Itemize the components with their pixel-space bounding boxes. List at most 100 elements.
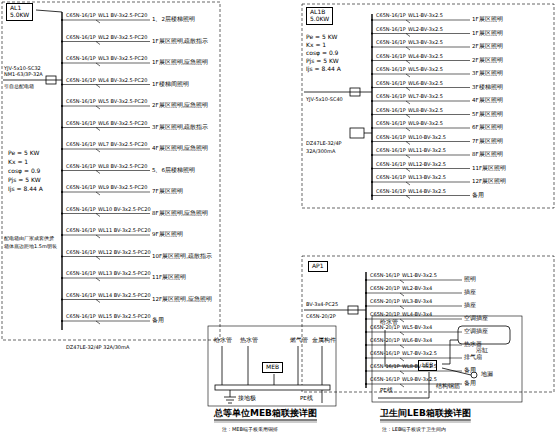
cable-spec: WL4-BV-3x2.5 [408, 54, 443, 59]
load-name: 热水器 [464, 342, 482, 348]
breaker-rating: C65N-16/1P [376, 27, 406, 32]
cable-spec: WL12-BV-3x2.5 [408, 162, 446, 167]
breaker-contact [96, 85, 100, 88]
breaker-contact [406, 101, 410, 104]
panel-note: 配电箱由厂家成套供货 [4, 236, 54, 241]
cable-spec: WL10-BV-3x2.5 [408, 135, 446, 140]
panel-header: AL1B5.0KW [306, 7, 333, 25]
circuit-line [62, 106, 150, 107]
breaker-rating: C65N-16/1P [376, 81, 406, 86]
cable-spec: WL7 BV-3x2.5-PC20 [98, 142, 147, 147]
feeder-spec: YJV-5x10-SC32 [4, 66, 41, 71]
breaker-contact [406, 196, 410, 199]
breaker-rating: C65N-16/1P [66, 185, 96, 190]
cable-spec: WL1-BV-3x2.5 [408, 13, 443, 18]
meb-busbar [215, 385, 330, 390]
load-parameter: Ijs = 8.44 A [306, 66, 341, 72]
part-label: 接地极 [238, 396, 256, 402]
part-label: 地漏 [481, 372, 493, 378]
cable-spec: WL8 BV-3x2.5-PC20 [98, 164, 147, 169]
circuit-line [372, 114, 470, 115]
cable-spec: WL1 BV-3x2.5-PC20 [98, 13, 147, 18]
cable-spec: WL3-BV-3x4 [402, 299, 432, 304]
load-name: 2F展区照明,应急照明 [152, 103, 208, 109]
breaker-rating: C65N-16/1P [376, 189, 406, 194]
breaker-contact [406, 128, 410, 131]
feeder-line [36, 10, 62, 12]
cable-spec: WL1-BV-3x2.5 [402, 273, 437, 278]
title-underline [380, 420, 471, 421]
load-name: 2F展区照明 [472, 58, 503, 64]
detail-frame [208, 326, 336, 406]
cable-spec: WL2 BV-3x2.5-PC20 [98, 35, 147, 40]
load-name: 4F展区照明,应急照明 [152, 146, 208, 152]
load-name: 1F楼梯间照明 [152, 82, 189, 88]
load-name: 4F展区照明 [472, 98, 503, 104]
cable-spec: WL11 BV-3x2.5-PC20 [98, 228, 151, 233]
breaker-rating: C65N-16/1P [376, 108, 406, 113]
breaker-rating: C65N-16/1P [66, 207, 96, 212]
part-label: 热水管 [240, 338, 258, 344]
title-underline [214, 420, 317, 421]
circuit-line [62, 127, 150, 128]
feeder-spec: 引自总配电箱 [4, 84, 34, 89]
breaker-rating: C65N-16/1P [376, 121, 406, 126]
load-name: 插座 [464, 303, 476, 309]
cable-spec: WL7-BV-3x2.5 [402, 351, 437, 356]
breaker-rating: DZ47LE-32/4P 32A/30mA [66, 345, 129, 350]
part-label: 金属构件 [312, 338, 336, 344]
wire [364, 133, 372, 134]
cable-spec: WL14-BV-3x2.5 [408, 189, 446, 194]
breaker-rating: C65N-16/1P [66, 56, 96, 61]
breaker-contact [400, 384, 404, 387]
feeder-spec: BV-3x4-PC25 [306, 302, 338, 307]
breaker-contact [96, 214, 100, 217]
load-parameter: Pe = 5 KW [306, 34, 337, 40]
part-label: PE线 [380, 388, 393, 394]
load-name: 12F展区照明 [472, 179, 506, 185]
breaker-rating: C65N-20/1P [370, 299, 400, 304]
breaker-rating: C65N-16/1P [376, 40, 406, 45]
circuit-line [372, 195, 470, 196]
feeder-spec: C65N-20/2P [306, 314, 336, 319]
panel-name: AP1 [312, 263, 324, 270]
cable-spec: WL12 BV-3x2.5-PC20 [98, 250, 151, 255]
breaker-rating: C65N-16/1P [66, 271, 96, 276]
breaker-contact [400, 345, 404, 348]
load-name: 10F展区照明,疏散指示 [152, 254, 212, 260]
incoming-line [304, 92, 372, 93]
breaker-contact [96, 235, 100, 238]
circuit-line [372, 60, 470, 61]
load-parameter: Ijs = 8.44 A [8, 186, 43, 192]
breaker-symbol [348, 306, 358, 314]
breaker-symbol [46, 76, 56, 84]
circuit-line [372, 47, 470, 48]
load-name: 7F展区照明 [152, 189, 183, 195]
breaker-rating: C65N-16/1P [376, 94, 406, 99]
load-parameter: Pe = 5 KW [8, 150, 39, 156]
panel-header: AP1 [308, 261, 328, 272]
cable-spec: WL11-BV-3x2.5 [408, 148, 446, 153]
load-parameter: cosφ = 0.9 [8, 168, 40, 174]
detail-note: 注：MEB端子板采用铜排 [222, 427, 278, 432]
feeder-spec: NM1-63/3P-32A [4, 72, 43, 77]
cable-spec: WL7-BV-3x2.5 [408, 94, 443, 99]
load-name: 备用 [464, 368, 476, 374]
breaker-rating: C65N-16/1P [66, 35, 96, 40]
load-name: 5、6层楼梯照明 [152, 168, 195, 174]
circuit-line [366, 280, 462, 281]
breaker-rating: C65N-20/1P [370, 312, 400, 317]
feeder-spec: 32A/300mA [306, 149, 335, 154]
breaker-contact [96, 128, 100, 131]
load-name: 8F展区照明 [472, 152, 503, 158]
cable-spec: WL2-BV-3x4 [402, 286, 432, 291]
cable-spec: WL15 BV-3x2.5-PC20 [98, 314, 151, 319]
breaker-rating: C65N-16/1P [66, 121, 96, 126]
cable-spec: WL8-BV-3x2.5 [408, 108, 443, 113]
breaker-rating: C65N-16/1P [370, 364, 400, 369]
part-label: 结构钢筋 [436, 384, 460, 390]
circuit-line [62, 256, 150, 257]
circuit-line [62, 299, 150, 300]
load-name: 备用 [464, 381, 476, 387]
breaker-contact [400, 319, 404, 322]
